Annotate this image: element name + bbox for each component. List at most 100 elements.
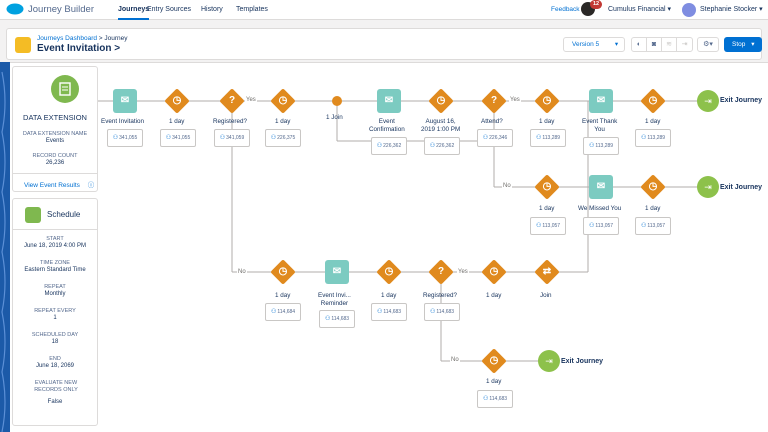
count-value: 113,057: [595, 223, 614, 229]
exit-icon[interactable]: ⇥: [538, 350, 560, 372]
record-count-label: RECORD COUNT: [32, 153, 78, 159]
decision-split-registered[interactable]: ?: [219, 88, 245, 114]
wait-activity[interactable]: ◷: [270, 259, 296, 285]
activity-label: 1 day: [539, 205, 555, 212]
activity-label: 1 day: [486, 292, 502, 299]
activity-label: 1 Join: [326, 114, 343, 121]
exit-icon[interactable]: ⇥: [697, 176, 719, 198]
people-icon: ⚇: [482, 396, 489, 402]
view-event-results-link[interactable]: View Event Results ⓘ: [24, 179, 94, 189]
stop-label: Stop: [732, 41, 746, 48]
record-count-value: 26,236: [45, 160, 65, 166]
time-zone-label: TIME ZONE: [40, 260, 70, 266]
branch-label-yes: Yes: [457, 269, 469, 275]
schedule-card: Schedule START June 18, 2019 4:00 PM TIM…: [12, 198, 98, 426]
journey-canvas[interactable]: [0, 62, 768, 432]
email-activity-we-missed-you[interactable]: ✉: [589, 175, 613, 199]
nav-templates[interactable]: Templates: [236, 6, 268, 13]
population-count: ⚇114,683: [477, 390, 513, 408]
count-value: 341,055: [119, 135, 138, 141]
people-icon: ⚇: [376, 143, 383, 149]
population-count: ⚇113,057: [583, 217, 619, 235]
people-icon: ⚇: [588, 223, 595, 229]
divider: [13, 229, 97, 230]
top-bar: Journey Builder Journeys Entry Sources H…: [0, 0, 768, 20]
feedback-link[interactable]: Feedback: [551, 6, 580, 13]
user-name: Stephanie Stocker: [700, 6, 758, 13]
toolbar-group: ◐ ◙ ≋ ⇥: [631, 37, 693, 52]
data-extension-title: DATA EXTENSION: [23, 113, 87, 122]
label-line: Reminder: [320, 299, 349, 307]
broadcast-icon[interactable]: ≋: [662, 38, 677, 51]
wait-activity[interactable]: ◷: [481, 259, 507, 285]
page-title[interactable]: Event Invitation >: [37, 43, 120, 54]
join-activity[interactable]: ⇄: [534, 259, 560, 285]
activity-label: 1 day: [169, 118, 185, 125]
clock-icon: ◷: [489, 355, 499, 366]
org-name: Cumulus Financial: [608, 6, 666, 13]
calendar-icon: [25, 207, 41, 223]
label-line: 2019 1:00 PM: [421, 125, 461, 133]
wait-activity[interactable]: ◷: [376, 259, 402, 285]
exit-icon[interactable]: ⇥: [697, 90, 719, 112]
activity-label: Attend?: [481, 118, 503, 125]
count-value: 226,375: [277, 135, 296, 141]
population-count: ⚇226,362: [424, 137, 460, 155]
branch-label-yes: Yes: [245, 97, 257, 103]
wait-activity[interactable]: ◷: [640, 174, 666, 200]
wait-activity[interactable]: ◷: [534, 174, 560, 200]
activity-label: Registered?: [423, 292, 457, 299]
population-count: ⚇226,375: [265, 129, 301, 147]
population-count: ⚇114,683: [424, 303, 460, 321]
decision-split-registered[interactable]: ?: [428, 259, 454, 285]
population-count: ⚇114,684: [265, 303, 301, 321]
email-activity-event-invite-reminder[interactable]: ✉: [325, 260, 349, 284]
activity-label: Registered?: [213, 118, 247, 125]
stop-button[interactable]: Stop ▾: [724, 37, 762, 52]
decision-split-attend[interactable]: ?: [481, 88, 507, 114]
breadcrumb-journey: Journey: [104, 35, 128, 42]
wait-activity[interactable]: ◷: [164, 88, 190, 114]
branch-label-yes: Yes: [509, 97, 521, 103]
count-value: 113,057: [647, 223, 666, 229]
wait-activity[interactable]: ◷: [534, 88, 560, 114]
branch-label-no: No: [237, 269, 247, 275]
wait-activity[interactable]: ◷: [270, 88, 296, 114]
nav-entry-sources[interactable]: Entry Sources: [147, 6, 191, 13]
refresh-icon[interactable]: ◐: [632, 38, 647, 51]
wait-activity[interactable]: ◷: [640, 88, 666, 114]
org-switcher[interactable]: Cumulus Financial ▾: [608, 5, 671, 13]
email-activity-event-invitation[interactable]: ✉: [113, 89, 137, 113]
wait-activity[interactable]: ◷: [481, 348, 507, 374]
breadcrumb-journeys-dashboard[interactable]: Journeys Dashboard: [37, 35, 97, 42]
settings-button[interactable]: ⚙▾: [697, 37, 719, 52]
user-menu[interactable]: Stephanie Stocker ▾: [700, 5, 763, 13]
repeat-every-label: REPEAT EVERY: [34, 308, 76, 314]
email-icon: ✉: [596, 181, 606, 192]
avatar[interactable]: [682, 3, 696, 17]
evaluate-new-records-label: EVALUATE NEW RECORDS ONLY: [34, 380, 78, 393]
count-value: 114,683: [489, 396, 508, 402]
population-count: ⚇113,289: [583, 137, 619, 155]
nav-history[interactable]: History: [201, 6, 223, 13]
end-label: END: [49, 356, 61, 362]
wait-until-date-activity[interactable]: ◷: [428, 88, 454, 114]
version-select[interactable]: Version 5 ▾: [563, 37, 625, 52]
info-icon[interactable]: ⓘ: [87, 182, 95, 189]
goal-icon[interactable]: ◙: [647, 38, 662, 51]
label-line: Event Thank: [582, 118, 618, 125]
decorative-pattern: [0, 62, 10, 432]
email-icon: ✉: [332, 266, 342, 277]
export-icon[interactable]: ⇥: [681, 41, 688, 48]
nav-journeys[interactable]: Journeys: [118, 0, 150, 20]
end-value: June 18, 2069: [35, 363, 75, 369]
join-point[interactable]: [332, 96, 342, 106]
people-icon: ⚇: [429, 309, 436, 315]
branch-label-no: No: [450, 357, 460, 363]
email-activity-event-thank-you[interactable]: ✉: [589, 89, 613, 113]
activity-label: 1 day: [275, 118, 291, 125]
email-activity-event-confirmation[interactable]: ✉: [377, 89, 401, 113]
breadcrumb: Journeys Dashboard > Journey: [37, 35, 128, 42]
